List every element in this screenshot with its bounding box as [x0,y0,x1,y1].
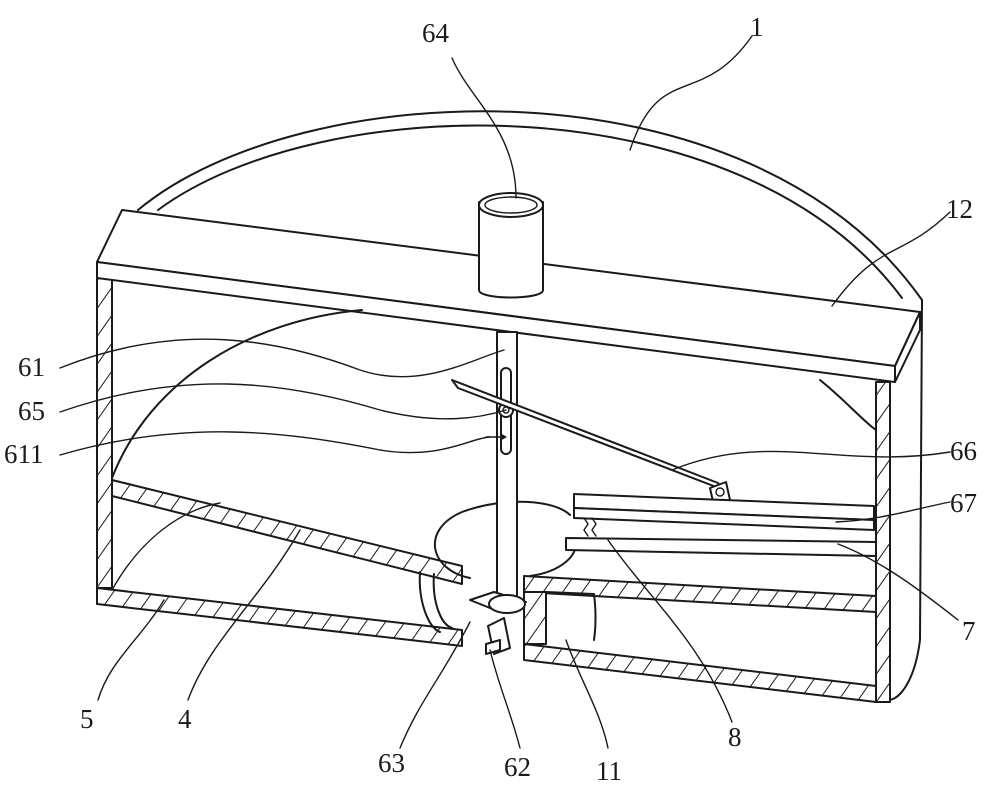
leader-lines [59,35,959,749]
connecting-rod [451,379,731,507]
label-5: 5 [80,704,94,734]
label-12: 12 [946,194,973,224]
label-61: 61 [18,352,45,382]
outer-housing [137,110,923,701]
label-67: 67 [950,488,977,518]
label-11: 11 [596,756,622,786]
left-wall [96,277,113,589]
bottom-floor-left [96,571,463,647]
label-1: 1 [750,12,764,42]
central-shaft [485,331,518,605]
label-7: 7 [962,616,976,646]
label-8: 8 [728,722,742,752]
inclined-filter-plate [111,479,463,591]
guide-plate [565,537,877,557]
label-611: 611 [4,439,44,469]
label-66: 66 [950,436,977,466]
right-middle-plate [523,575,877,613]
scraper-plate [573,493,875,531]
bottom-floor-right [523,591,877,703]
label-65: 65 [18,396,45,426]
bottom-bearing [469,591,527,614]
reference-labels: 64 1 12 61 65 611 66 67 7 8 11 62 63 4 5 [4,12,977,786]
right-wall [875,381,891,703]
label-62: 62 [504,752,531,782]
motor [478,192,544,299]
label-63: 63 [378,748,405,778]
label-4: 4 [178,704,192,734]
spring [583,517,597,537]
inner-wall-curve [111,309,877,479]
label-64: 64 [422,18,450,48]
drive-block [485,617,511,655]
